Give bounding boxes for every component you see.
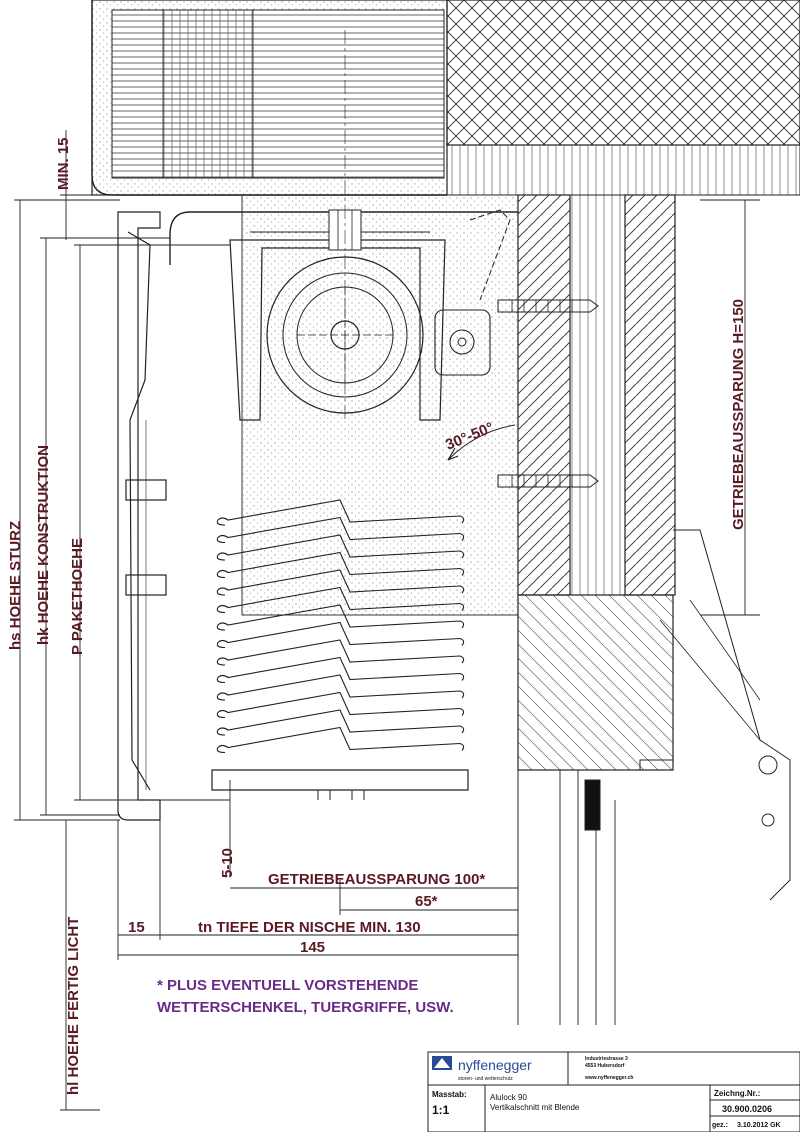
drawn-value: 3.10.2012 GK bbox=[737, 1122, 781, 1129]
website: www.nyffenegger.ch bbox=[584, 1075, 633, 1081]
dim-gear100: GETRIEBEAUSSPARUNG 100* bbox=[268, 871, 485, 888]
scale-value: 1:1 bbox=[432, 1103, 450, 1117]
dim-65: 65* bbox=[415, 893, 438, 910]
lintel bbox=[91, 0, 448, 196]
dim-15: 15 bbox=[128, 919, 145, 936]
drawing-no: 30.900.0206 bbox=[722, 1104, 772, 1114]
dim-gap: 5-10 bbox=[219, 848, 236, 878]
company-logo bbox=[432, 1056, 452, 1070]
dim-hl: hl HOEHE FERTIG LICHT bbox=[65, 917, 82, 1095]
slat bbox=[216, 551, 465, 579]
dim-hs: hs HOEHE STURZ bbox=[7, 521, 24, 650]
box-housing bbox=[169, 194, 519, 616]
cover-panel bbox=[117, 211, 167, 821]
address-line2: 4553 Hubersdorf bbox=[585, 1063, 625, 1069]
address-line1: Industriestrasse 3 bbox=[585, 1056, 628, 1062]
slat bbox=[216, 639, 465, 666]
dim-min15: MIN. 15 bbox=[55, 137, 72, 190]
title-block bbox=[427, 1051, 800, 1132]
dim-p: P PAKETHOEHE bbox=[69, 538, 86, 655]
dim-145: 145 bbox=[300, 939, 325, 956]
company-name: nyffenegger bbox=[458, 1057, 532, 1073]
slat bbox=[216, 586, 465, 614]
slat bbox=[216, 499, 465, 526]
masonry-block bbox=[446, 0, 800, 196]
product-name: Alulock 90 bbox=[490, 1093, 527, 1102]
screw-lower bbox=[497, 474, 599, 488]
slat bbox=[216, 726, 465, 754]
dimension-lines bbox=[14, 130, 760, 1111]
tilt-mechanism bbox=[434, 209, 516, 461]
dim-gear-h150: GETRIEBEAUSSPARUNG H=150 bbox=[730, 299, 747, 530]
bottom-rail bbox=[211, 769, 469, 800]
slat bbox=[216, 691, 465, 719]
company-tagline: storen- und wetterschutz bbox=[458, 1076, 513, 1082]
dim-hk: hk HOEHE KONSTRUKTION bbox=[35, 445, 52, 645]
slat bbox=[216, 621, 465, 649]
drawing-description: Vertikalschnitt mit Blende bbox=[490, 1103, 580, 1112]
note-line1: * PLUS EVENTUELL VORSTEHENDE bbox=[157, 977, 418, 994]
slat-package bbox=[216, 499, 465, 754]
wall-section bbox=[517, 194, 791, 1025]
drawn-label: gez.: bbox=[712, 1122, 728, 1129]
slat bbox=[216, 674, 465, 701]
drawing-no-label: Zeichng.Nr.: bbox=[714, 1089, 760, 1098]
slat bbox=[216, 656, 465, 684]
gear-pulley bbox=[266, 30, 424, 420]
dim-tn: tn TIEFE DER NISCHE MIN. 130 bbox=[198, 919, 421, 936]
slat bbox=[216, 604, 465, 631]
note-line2: WETTERSCHENKEL, TUERGRIFFE, USW. bbox=[157, 999, 454, 1016]
slat bbox=[216, 516, 465, 544]
scale-label: Masstab: bbox=[432, 1090, 467, 1099]
slat bbox=[216, 709, 465, 736]
slat bbox=[216, 569, 465, 596]
screw-upper bbox=[497, 299, 599, 313]
slat bbox=[216, 534, 465, 561]
